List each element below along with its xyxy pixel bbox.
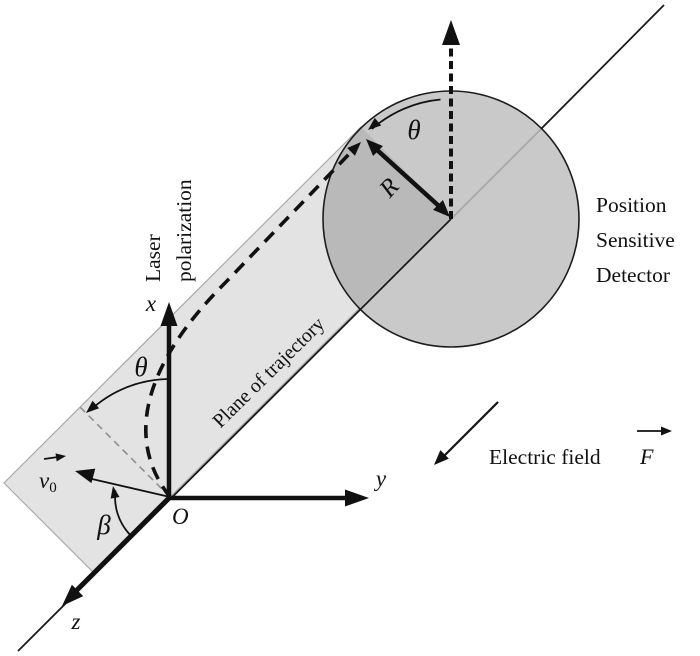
normal-arrowhead-icon [442, 20, 460, 45]
z-axis [62, 495, 172, 606]
initial-velocity-arrowhead-icon [75, 468, 96, 484]
x-axis-arrowhead-icon [160, 302, 178, 326]
trajectory-arrowhead-icon [347, 142, 361, 156]
deflection-direction-dashed-line [78, 405, 171, 498]
detector-label-line2: Sensitive [596, 228, 675, 252]
detector-label-line1: Position [596, 193, 667, 217]
electric-field-vector-hat-icon [637, 426, 672, 436]
velocity-subscript: 0 [49, 480, 57, 496]
y-axis [170, 489, 369, 507]
electric-field-arrow [434, 401, 499, 465]
laser-polarization-label-line2: polarization [172, 179, 196, 282]
detector-normal-dashed-arrow [442, 20, 460, 219]
radius-arrowhead-outer-icon [366, 139, 383, 156]
initial-velocity-arrow [75, 468, 171, 498]
radius-arrow [366, 139, 450, 217]
theta-launch-label: θ [134, 352, 147, 382]
theta-launch-arrowhead-icon [86, 400, 100, 413]
velocity-vector-hat-icon [43, 453, 66, 462]
electric-field-symbol: F [639, 444, 654, 469]
initial-velocity-label: v0 [39, 468, 57, 496]
theta-detector-arrowhead-icon [368, 117, 382, 130]
trajectory-dashed-curve [144, 142, 361, 499]
beta-arrowhead-icon [110, 486, 120, 499]
velocity-symbol: v [39, 468, 50, 493]
x-axis [160, 302, 178, 497]
theta-detector-label: θ [407, 115, 420, 145]
theta-detector-arc [368, 98, 441, 130]
detector-plane-overlap [323, 127, 451, 347]
y-axis-arrowhead-icon [345, 489, 369, 507]
laser-polarization-label-line1: Laser [141, 234, 165, 282]
z-axis-arrowhead-icon [62, 584, 84, 606]
electric-field-arrowhead-icon [434, 450, 449, 465]
beta-arc [110, 486, 131, 536]
axis-z-label: z [71, 609, 81, 634]
radius-arrowhead-inner-icon [433, 200, 450, 217]
origin-label: O [172, 504, 189, 529]
axis-x-label: x [145, 291, 157, 316]
axis-y-label: y [374, 466, 387, 491]
beta-label: β [96, 510, 111, 540]
electric-field-label: Electric field [489, 445, 601, 469]
detector-label-line3: Detector [596, 263, 670, 287]
theta-launch-arc [86, 378, 169, 413]
